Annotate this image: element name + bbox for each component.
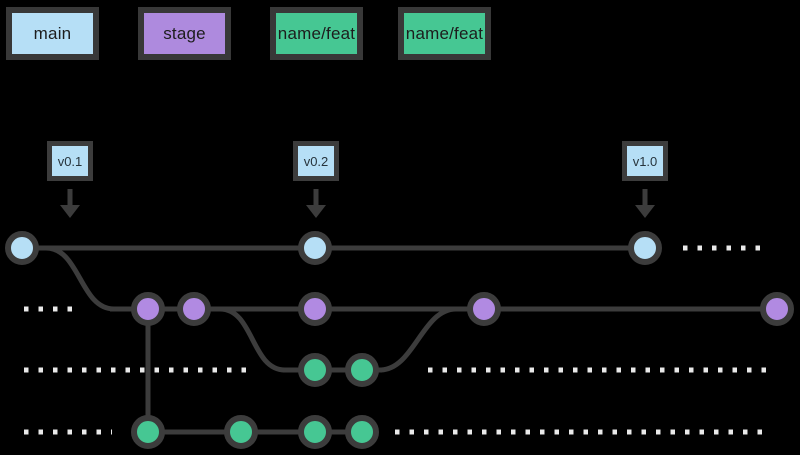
- commit-node-feature-2-3: [345, 415, 379, 449]
- commit-node-stage-2: [298, 292, 332, 326]
- legend-label-feature-1: name/feat: [277, 23, 356, 43]
- commit-node-feature-2-2: [298, 415, 332, 449]
- commit-node-stage-0: [131, 292, 165, 326]
- commit-node-feature-1-0: [298, 353, 332, 387]
- tag-label-v0-2: v0.2: [303, 153, 329, 169]
- commit-node-stage-1: [177, 292, 211, 326]
- tag-arrow-icon-1: [306, 205, 326, 218]
- legend-box-feature-2: name/feat: [398, 7, 491, 60]
- legend-label-stage: stage: [163, 23, 206, 43]
- tag-v0-1: v0.1: [47, 141, 93, 181]
- branch-link-1: [217, 306, 288, 373]
- tag-arrow-icon-2: [635, 205, 655, 218]
- commit-node-main-1: [298, 231, 332, 265]
- commit-node-main-2: [628, 231, 662, 265]
- tag-label-v1-0: v1.0: [632, 153, 658, 169]
- legend-box-main: main: [6, 7, 99, 60]
- commit-node-stage-4: [760, 292, 794, 326]
- commit-node-stage-3: [467, 292, 501, 326]
- commit-node-feature-2-0: [131, 415, 165, 449]
- legend-label-feature-2: name/feat: [405, 23, 484, 43]
- commit-node-feature-1-1: [345, 353, 379, 387]
- legend-box-stage: stage: [138, 7, 231, 60]
- tag-label-v0-1: v0.1: [57, 153, 83, 169]
- branch-link-0: [43, 245, 117, 312]
- tag-v0-2: v0.2: [293, 141, 339, 181]
- branch-link-2: [377, 306, 459, 373]
- legend-label-main: main: [33, 23, 72, 43]
- commit-node-main-0: [5, 231, 39, 265]
- legend-box-feature-1: name/feat: [270, 7, 363, 60]
- tag-arrow-icon-0: [60, 205, 80, 218]
- commit-node-feature-2-1: [224, 415, 258, 449]
- tag-v1-0: v1.0: [622, 141, 668, 181]
